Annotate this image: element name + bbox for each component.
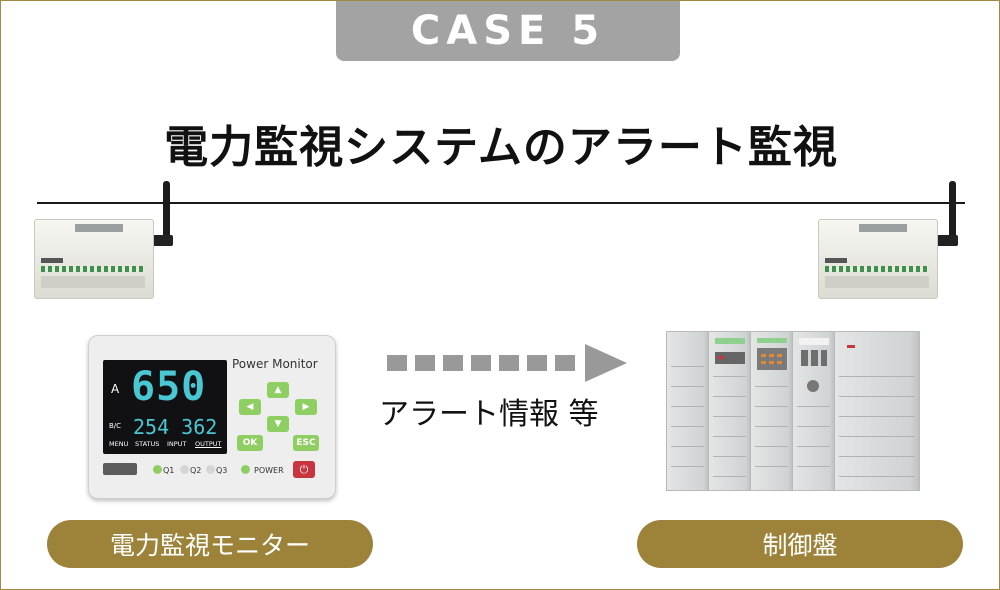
left-key-icon[interactable]: ◀ (239, 399, 261, 415)
page-title: 電力監視システムのアラート監視 (164, 122, 838, 173)
wireless-unit-body (818, 219, 938, 299)
power-button-icon[interactable]: ⏻ (293, 461, 315, 478)
sub-readings: 254 362 (133, 415, 218, 439)
connector-port (103, 463, 137, 475)
signal-line (37, 202, 965, 204)
q3-label: Q3 (216, 466, 228, 475)
right-key-icon[interactable]: ▶ (295, 399, 317, 415)
channel-label: A (111, 382, 120, 396)
power-monitor-label: 電力監視モニター (47, 520, 373, 568)
up-key-icon[interactable]: ▲ (267, 382, 289, 398)
antenna-base (151, 235, 173, 246)
antenna-icon (163, 181, 170, 241)
arrow-caption: アラート情報 等 (379, 397, 599, 432)
device-title: Power Monitor (232, 357, 318, 371)
power-monitor-device: A 650 B/C 254 362 MENU STATUS INPUT OUTP… (88, 335, 336, 499)
lcd-screen: A 650 B/C 254 362 MENU STATUS INPUT OUTP… (103, 360, 227, 454)
input-label: INPUT (167, 440, 187, 448)
esc-key[interactable]: ESC (293, 435, 319, 451)
q1-led-icon (153, 465, 162, 474)
antenna-base (936, 235, 958, 246)
q2-label: Q2 (190, 466, 202, 475)
case-tab: CASE 5 (336, 1, 680, 61)
control-panel-illustration (666, 331, 920, 491)
q1-label: Q1 (163, 466, 175, 475)
wireless-unit-body (34, 219, 154, 299)
sub-channel-label: B/C (109, 422, 122, 430)
main-reading: 650 (131, 364, 207, 410)
q2-led-icon (180, 465, 189, 474)
menu-label: MENU (109, 440, 129, 448)
down-key-icon[interactable]: ▼ (267, 416, 289, 432)
status-label: STATUS (135, 440, 160, 448)
antenna-icon (949, 181, 956, 241)
output-label: OUTPUT (195, 440, 222, 448)
power-led-icon (241, 465, 250, 474)
q3-led-icon (206, 465, 215, 474)
arrow-head-icon (585, 344, 627, 382)
control-panel-label: 制御盤 (637, 520, 963, 568)
power-label: POWER (254, 466, 284, 475)
ok-key[interactable]: OK (237, 435, 263, 451)
